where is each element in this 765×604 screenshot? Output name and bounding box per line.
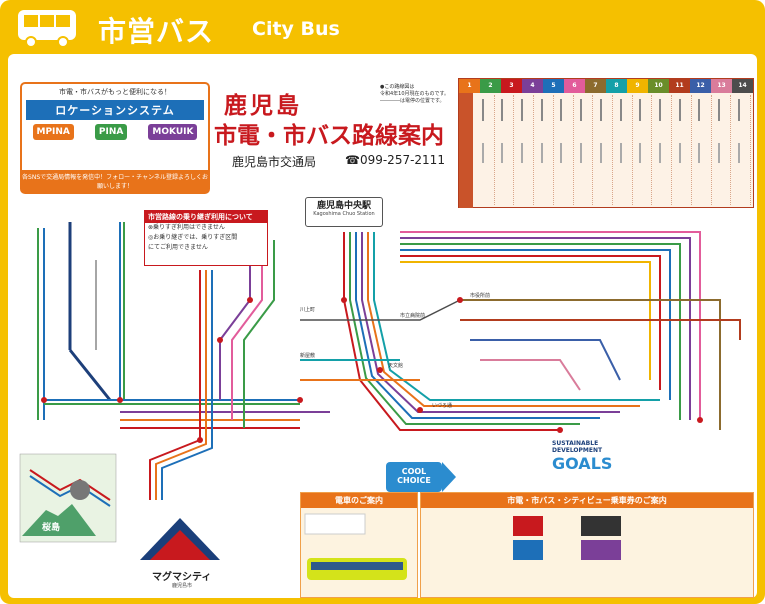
map-title-2: 市電・市バス路線案内 <box>214 123 444 149</box>
magma-city-sub: 鹿児島市 <box>172 583 193 589</box>
location-system-promo[interactable]: 市電・市バスがもっと便利になる！ ロケーションシステム MPINA PINA M… <box>20 82 210 194</box>
route-number[interactable]: 13 <box>711 79 732 93</box>
stop-label-izuro[interactable]: いづろ通 <box>432 403 453 409</box>
route-number[interactable]: 8 <box>606 79 627 93</box>
stop-label-shiyakusho[interactable]: 市役所前 <box>470 293 491 299</box>
route-column <box>534 95 554 205</box>
route-column <box>593 95 614 205</box>
logo-pina: PINA <box>94 124 128 140</box>
tram-info-panel: 電車のご案内 <box>300 492 418 598</box>
ticket-illustrations <box>513 516 621 560</box>
route-number[interactable]: 5 <box>543 79 564 93</box>
legend: ●この路線図は 令和4年10月現在のものです。 ――――は電停の位置です。 <box>380 84 450 105</box>
route-number[interactable]: 3 <box>501 79 522 93</box>
stop-label-tenmonkan[interactable]: 天文館 <box>388 363 404 369</box>
notice-line-1: ⊗乗りすぎ利用はできません <box>148 224 225 231</box>
route-column <box>692 95 712 205</box>
header-subtitle: City Bus <box>252 18 340 40</box>
route-number[interactable]: 12 <box>690 79 711 93</box>
header-title: 市営バス <box>98 15 215 48</box>
station-kagoshima-chuo[interactable]: 鹿児島中央駅 Kagoshima Chuo Station <box>305 197 383 227</box>
route-column <box>633 95 653 205</box>
cool-line-2: CHOICE <box>397 476 431 485</box>
promo-footer: 各SNSで交通局情報を発信中！フォロー・チャンネル登録よろしくお願いします！ <box>22 170 208 192</box>
org-name: 鹿児島市交通局 <box>232 155 317 169</box>
station-name-en: Kagoshima Chuo Station <box>313 211 375 217</box>
route-number[interactable]: 9 <box>627 79 648 93</box>
sdgs-line-1: SUSTAINABLE <box>552 440 599 447</box>
tram-panel-head: 電車のご案内 <box>301 493 417 508</box>
route-column <box>574 95 594 205</box>
station-name: 鹿児島中央駅 <box>316 201 371 211</box>
promo-logos: MPINA PINA MOKUIK <box>22 124 208 140</box>
notice-head: 市営路線の乗り継ぎ利用について <box>145 211 267 223</box>
route-column <box>613 95 633 205</box>
cool-line-1: COOL <box>401 467 427 476</box>
route-number[interactable]: 1 <box>459 79 480 93</box>
legend-line-1: ●この路線図は <box>380 84 415 90</box>
route-number[interactable]: 11 <box>669 79 690 93</box>
magma-city-logo: マグマシティ <box>152 572 212 583</box>
route-table-side <box>459 93 473 208</box>
route-column <box>712 95 732 205</box>
route-number[interactable]: 6 <box>564 79 585 93</box>
route-number[interactable]: 4 <box>522 79 543 93</box>
ticket-panel-head: 市電・市バス・シティビュー乗車券のご案内 <box>421 493 753 508</box>
promo-band: ロケーションシステム <box>26 100 204 120</box>
stop-label-hospital[interactable]: 市立病院前 <box>400 313 426 319</box>
tram-illustration <box>304 513 407 580</box>
legend-line-3: ――――は電停の位置です。 <box>380 98 445 104</box>
route-number[interactable]: 2 <box>480 79 501 93</box>
route-number[interactable]: 10 <box>648 79 669 93</box>
logo-mpina: MPINA <box>32 124 74 140</box>
route-column <box>495 95 515 205</box>
route-columns <box>475 95 752 205</box>
notice-line-2: ◎お乗り継ぎでは、乗りすぎ区間 <box>148 234 238 241</box>
route-column <box>514 95 535 205</box>
transfer-notice: 市営路線の乗り継ぎ利用について ⊗乗りすぎ利用はできません ◎お乗り継ぎでは、乗… <box>144 210 268 266</box>
ticket-info-panel: 市電・市バス・シティビュー乗車券のご案内 <box>420 492 754 598</box>
route-column <box>672 95 692 205</box>
bus-icon <box>18 10 76 48</box>
sdgs-line-3: GOALS <box>552 454 613 473</box>
route-column <box>475 95 495 205</box>
inset-sakurajima: 桜島 <box>42 523 61 533</box>
route-column <box>554 95 574 205</box>
map-title: 鹿児島 <box>224 93 302 119</box>
stop-label-shinyashiki[interactable]: 新屋敷 <box>300 353 316 359</box>
sdgs-badge: SUSTAINABLE DEVELOPMENT GOALS <box>552 440 626 486</box>
sdgs-line-2: DEVELOPMENT <box>552 447 603 454</box>
notice-line-3: にてご利用できません <box>148 244 208 251</box>
stop-label-kawakami[interactable]: 川上町 <box>300 307 316 313</box>
route-column <box>731 95 752 205</box>
logo-mokuik: MOKUIK <box>148 124 198 140</box>
route-column <box>652 95 673 205</box>
cool-arrow-icon <box>442 462 456 492</box>
phone-number: ☎099-257-2111 <box>345 153 445 167</box>
promo-headline: 市電・市バスがもっと便利になる！ <box>59 88 171 96</box>
route-number[interactable]: 7 <box>585 79 606 93</box>
route-number[interactable]: 14 <box>732 79 753 93</box>
legend-line-2: 令和4年10月現在のものです。 <box>380 91 450 97</box>
cool-choice-badge: COOL CHOICE <box>386 462 442 492</box>
